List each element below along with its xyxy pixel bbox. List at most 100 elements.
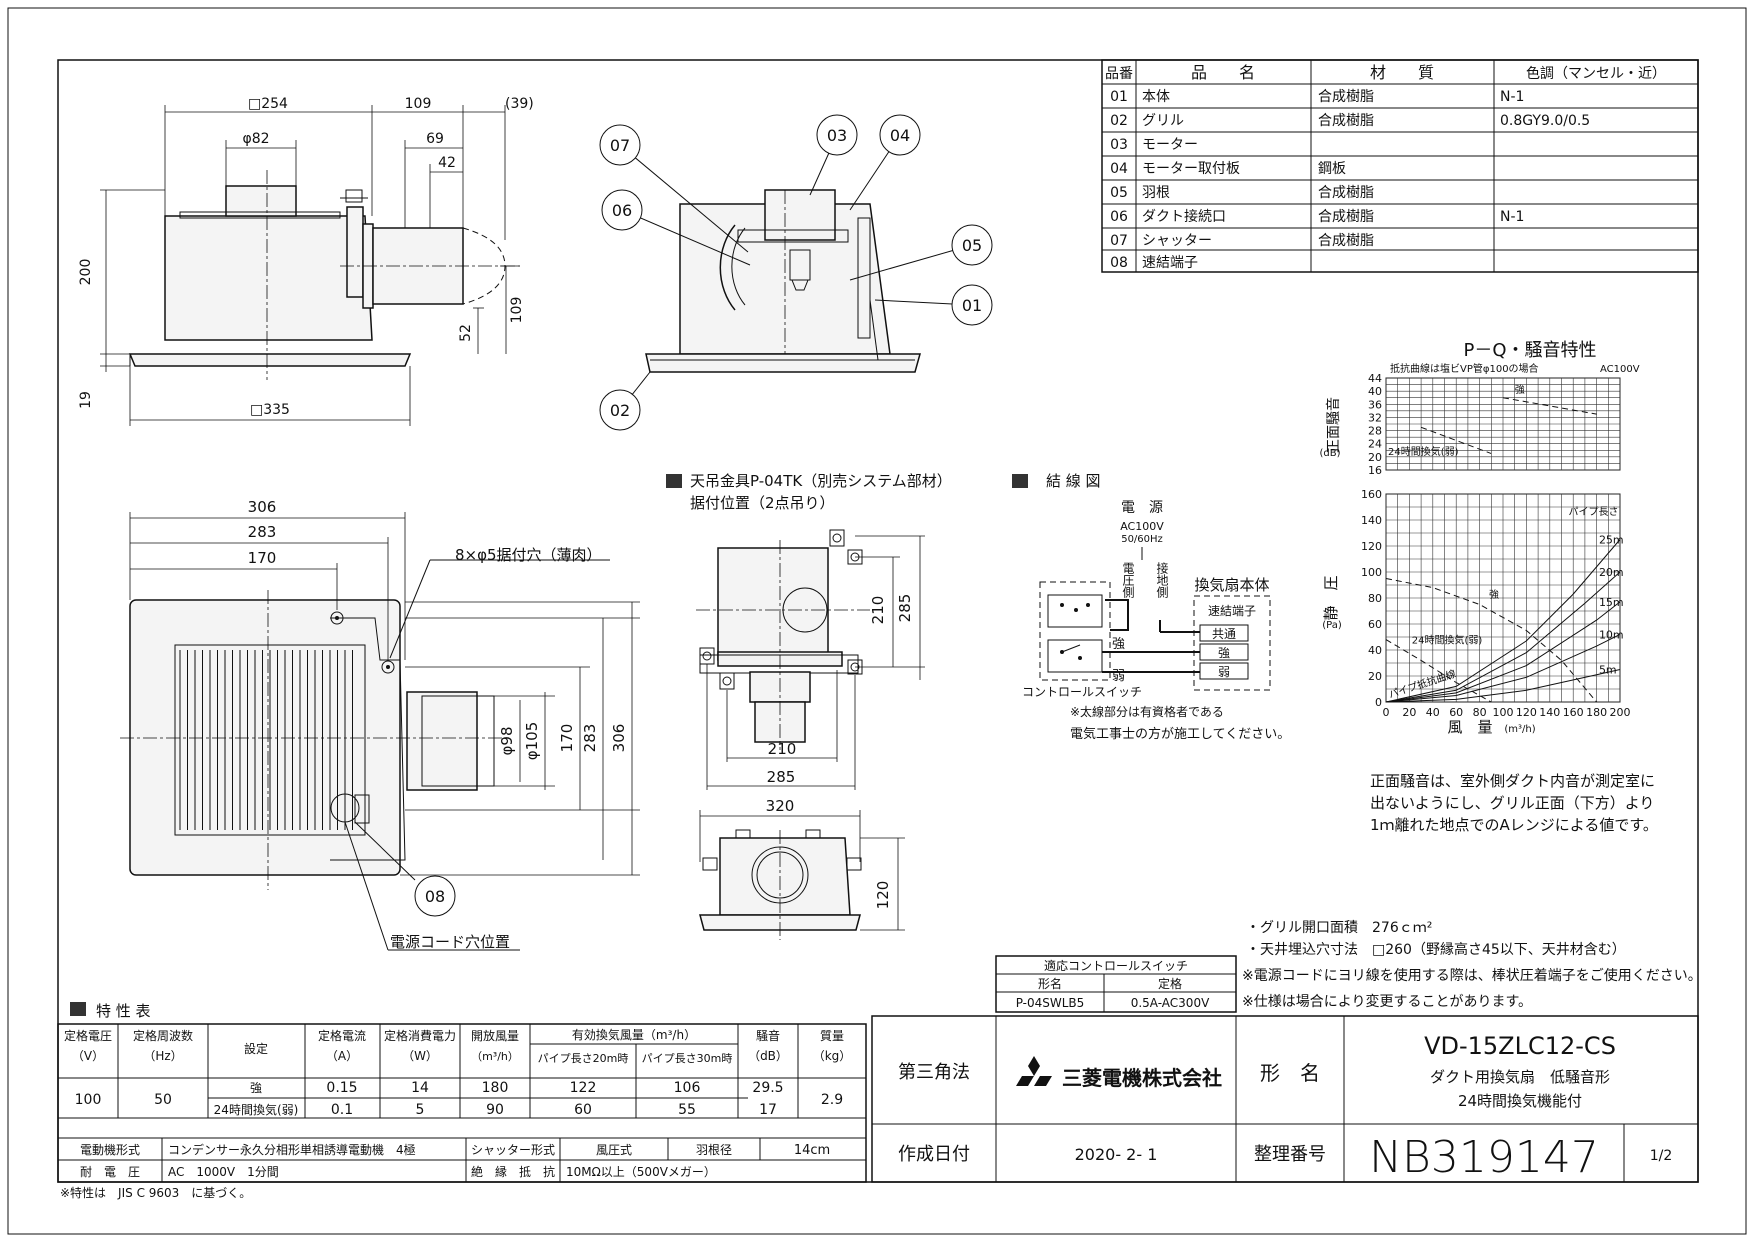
pq-series-5 — [1385, 633, 1621, 703]
dim-283: 283 — [248, 523, 277, 541]
spec-shutter-label: シャッター形式 — [471, 1143, 555, 1157]
parts-cell: ダクト接続口 — [1142, 208, 1226, 225]
noise-ytick: 40 — [1368, 385, 1382, 398]
callout-circle — [951, 224, 993, 266]
spec-cell: 14 — [411, 1080, 429, 1096]
tb-date-label: 作成日付 — [898, 1144, 970, 1165]
note-3: ※電源コードにヨリ線を使用する際は、棒状圧着端子をご使用ください。 — [1242, 967, 1702, 984]
spec-h-voltage: 定格電圧 — [64, 1028, 112, 1043]
wiring-weak: 弱 — [1112, 669, 1125, 684]
spec-h-power: 定格消費電力 — [384, 1028, 456, 1043]
tb-company: 三菱電機株式会社 — [1062, 1066, 1222, 1090]
spec-h-power-u: （W） — [402, 1049, 438, 1063]
wiring-unit: 換気扇本体 — [1194, 576, 1269, 594]
parts-header-color: 色調（マンセル・近） — [1526, 65, 1666, 82]
note-4: ※仕様は場合により変更することがあります。 — [1242, 993, 1532, 1010]
parts-cell: N-1 — [1500, 209, 1524, 225]
noise-ytick: 24 — [1368, 438, 1382, 451]
spec-motor-value: コンデンサー永久分相形単相誘導電動機 4極 — [168, 1142, 416, 1157]
callout-07: 07 — [610, 136, 630, 155]
noise-explanation-2: 出ないようにし、グリル正面（下方）より — [1370, 794, 1654, 812]
callout-08: 08 — [425, 887, 445, 906]
chart-xlabel: 風 量 — [1447, 718, 1492, 736]
tb-page: 1/2 — [1650, 1148, 1673, 1164]
wiring-note2: 電気工事士の方が施工してください。 — [1070, 726, 1290, 742]
parts-cell: 合成樹脂 — [1318, 233, 1374, 249]
parts-cell: シャッター — [1142, 233, 1212, 249]
callout-06: 06 — [612, 201, 632, 220]
wiring-t3: 弱 — [1218, 665, 1230, 679]
wiring-side2: 接地側 — [1155, 561, 1169, 598]
pq-xtick: 40 — [1426, 706, 1440, 719]
callout-circle — [879, 114, 921, 156]
dim-phi105: φ105 — [523, 722, 541, 761]
switch-title: 適応コントロールスイッチ — [1044, 958, 1188, 973]
spec-cell: 24時間換気(弱) — [214, 1102, 299, 1117]
wiring-t2: 強 — [1218, 646, 1230, 660]
pq-ytick: 160 — [1361, 488, 1382, 501]
spec-cell: 122 — [570, 1080, 597, 1096]
noise-explanation-1: 正面騒音は、室外側ダクト内音が測定室に — [1370, 772, 1655, 790]
noise-label-strong: 強 — [1515, 383, 1525, 396]
dim-306: 306 — [248, 498, 277, 516]
switch-model: P-04SWLB5 — [1016, 996, 1085, 1010]
pq-series-2 — [1385, 539, 1621, 703]
spec-footnote: ※特性は JIS C 9603 に基づく。 — [60, 1185, 251, 1200]
wiring-side1: 電圧側 — [1121, 562, 1135, 598]
parts-cell: N-1 — [1500, 89, 1524, 105]
spec-cell: 180 — [482, 1080, 509, 1096]
spec-h-open-u: （m³/h） — [471, 1050, 519, 1063]
spec-blade-label: 羽根径 — [696, 1143, 732, 1157]
pq-ytick: 120 — [1361, 540, 1382, 553]
callout-05: 05 — [962, 236, 982, 255]
spec-table: 特 性 表 定格電圧 （V） 定格周波数 （Hz） 設定 定格電流 （A） 定格… — [57, 1002, 867, 1200]
noise-explanation-3: 1ｍ離れた地点でのAレンジによる値です。 — [1370, 816, 1658, 834]
parts-header-material: 材 質 — [1370, 63, 1434, 82]
pq-ytick: 20 — [1368, 670, 1382, 683]
pq-label-weak: 24時間換気(弱) — [1412, 634, 1483, 647]
parts-cell: 合成樹脂 — [1318, 209, 1374, 225]
wiring-t1: 共通 — [1212, 627, 1236, 641]
parts-cell: モーター取付板 — [1142, 161, 1240, 177]
spec-cell: 60 — [574, 1102, 592, 1118]
callout-circle — [599, 389, 641, 431]
parts-cell: 合成樹脂 — [1318, 89, 1374, 105]
pq-xtick: 20 — [1402, 706, 1416, 719]
pq-series-4 — [1385, 601, 1621, 703]
parts-cell: 06 — [1110, 209, 1128, 225]
chart-noise-unit: (dB) — [1319, 448, 1340, 459]
tb-desc2: 24時間換気機能付 — [1458, 1092, 1582, 1110]
parts-cell: 鋼板 — [1318, 161, 1346, 177]
pq-label-pipe-len: パイプ長さ — [1569, 506, 1619, 518]
dim-335: □335 — [250, 402, 290, 418]
wiring-terminal: 速結端子 — [1208, 604, 1256, 618]
callout-01: 01 — [962, 296, 982, 315]
hanger-subtitle: 据付位置（2点吊り） — [690, 494, 835, 512]
tb-model-label: 形 名 — [1260, 1061, 1320, 1085]
noise-series-1 — [1420, 426, 1492, 455]
dim-170: 170 — [248, 549, 277, 567]
parts-cell: 合成樹脂 — [1318, 113, 1374, 129]
dim-109: 109 — [405, 96, 432, 112]
noise-ytick: 36 — [1368, 398, 1382, 411]
dim-109-v: 109 — [509, 297, 525, 324]
tb-date: 2020- 2- 1 — [1075, 1145, 1158, 1164]
spec-h-open: 開放風量 — [471, 1028, 519, 1043]
spec-h-eff: 有効換気風量（m³/h） — [572, 1027, 696, 1042]
wiring-freq: 50/60Hz — [1121, 534, 1163, 545]
parts-cell: 合成樹脂 — [1318, 185, 1374, 201]
noise-ytick: 32 — [1368, 411, 1382, 424]
switch-table: 適応コントロールスイッチ 形名 定格 P-04SWLB5 0.5A-AC300V — [995, 955, 1237, 1013]
wiring-strong: 強 — [1112, 637, 1125, 652]
parts-cell: 07 — [1110, 233, 1128, 249]
hanger-dim-210h: 210 — [768, 740, 797, 758]
spec-cell: 0.1 — [331, 1102, 353, 1118]
tb-desc1: ダクト用換気扇 低騒音形 — [1430, 1068, 1610, 1086]
hanger-title: 天吊金具P-04TK（別売システム部材） — [690, 472, 952, 490]
dim-19: 19 — [78, 391, 94, 409]
pq-xtick: 200 — [1610, 706, 1631, 719]
parts-cell: 本体 — [1142, 89, 1170, 105]
